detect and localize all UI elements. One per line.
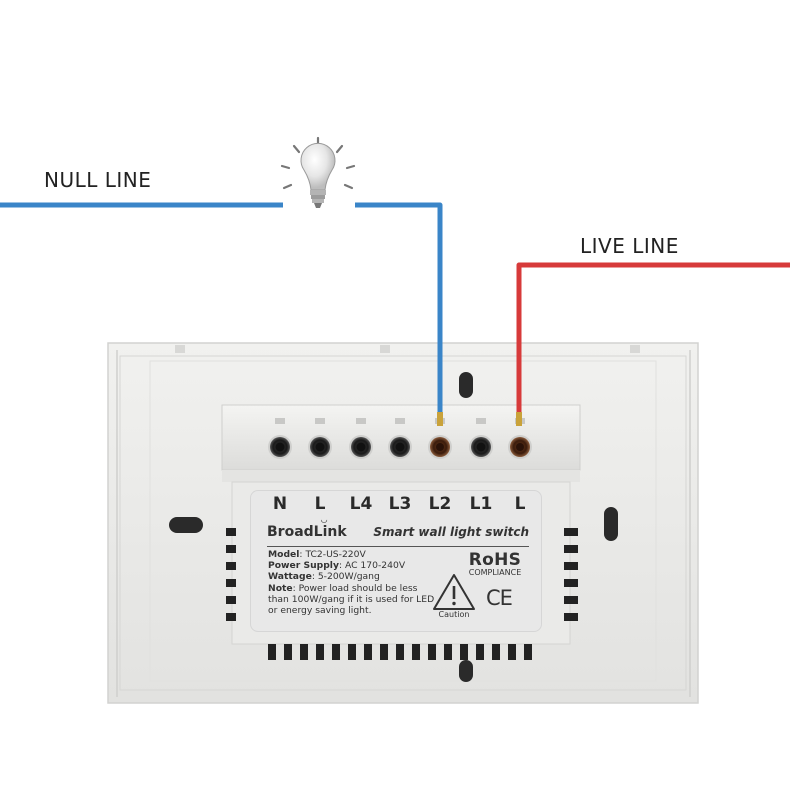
brand-row: BroadLink ◡ Smart wall light switch: [267, 515, 529, 544]
brand-logo: BroadLink ◡: [267, 515, 347, 540]
terminal-screw: [388, 418, 412, 459]
vent-slot: [564, 596, 578, 604]
wifi-icon: ◡: [321, 515, 328, 524]
vent-slot: [428, 644, 436, 660]
rohs-mark: RoHS COMPLIANCE: [468, 550, 522, 577]
vent-slot: [444, 644, 452, 660]
terminal-label: L: [314, 494, 326, 514]
live-line-label: LIVE LINE: [580, 234, 679, 258]
terminal-label: L2: [428, 494, 452, 514]
vent-slot: [332, 644, 340, 660]
vent-slot: [476, 644, 484, 660]
vent-slot: [348, 644, 356, 660]
vent-slot: [226, 562, 236, 570]
mounting-slot-right: [604, 507, 618, 541]
vent-slot: [396, 644, 404, 660]
vent-slot: [564, 579, 578, 587]
terminal-label: N: [272, 494, 288, 514]
vent-slot: [316, 644, 324, 660]
vent-slot: [508, 644, 516, 660]
spec-model: Model: TC2-US-220V: [268, 549, 366, 560]
spec-note: Note: Power load should be less than 100…: [268, 582, 435, 617]
spec-power: Power Supply: AC 170-240V: [268, 560, 406, 572]
null-line-label: NULL LINE: [44, 168, 152, 192]
sticker-divider: [267, 546, 529, 547]
vent-slot: [284, 644, 292, 660]
vent-slot: [564, 545, 578, 553]
ce-mark: CE: [486, 586, 513, 610]
warning-triangle-icon: [433, 574, 475, 610]
terminal-screws: [268, 418, 532, 459]
terminal-label: L: [514, 494, 526, 514]
null-wire-tip: [437, 412, 443, 426]
mounting-slot-bottom: [459, 660, 473, 682]
vent-slot: [412, 644, 420, 660]
vent-slot: [380, 644, 388, 660]
vent-slot: [226, 596, 236, 604]
vent-slots-bottom: [268, 644, 532, 660]
live-wire-tip: [516, 412, 522, 426]
specification-sticker: N L L4 L3 L2 L1 L BroadLink ◡ Smart wall light…: [250, 490, 542, 632]
vent-slot: [492, 644, 500, 660]
spec-wattage: Wattage: 5-200W/gang: [268, 571, 380, 583]
light-bulb-icon: [280, 136, 356, 208]
terminal-screw: [428, 418, 452, 459]
live-wire: [516, 262, 790, 420]
terminal-screw: [508, 418, 532, 459]
vent-slot: [564, 528, 578, 536]
vent-slot: [564, 562, 578, 570]
terminal-screw: [308, 418, 332, 459]
terminal-screw: [268, 418, 292, 459]
vent-slot: [226, 613, 236, 621]
terminal-label: L3: [388, 494, 412, 514]
spec-list: Model: TC2-US-220V Power Supply: AC 170-…: [268, 549, 440, 616]
vent-slot: [268, 644, 276, 660]
vent-slot: [460, 644, 468, 660]
product-name: Smart wall light switch: [373, 525, 529, 539]
vent-slot: [524, 644, 532, 660]
vent-slot: [300, 644, 308, 660]
terminal-label: L4: [349, 494, 373, 514]
vent-slots-left: [226, 528, 236, 621]
mounting-slot-left: [169, 517, 203, 533]
terminal-label: L1: [469, 494, 493, 514]
terminal-screw: [349, 418, 373, 459]
null-wire-right: [355, 202, 443, 420]
vent-slot: [564, 613, 578, 621]
terminal-labels: N L L4 L3 L2 L1 L: [250, 494, 542, 520]
mounting-slot-top: [459, 372, 473, 398]
vent-slot: [226, 579, 236, 587]
vent-slots-right: [564, 528, 578, 621]
vent-slot: [226, 545, 236, 553]
terminal-screw: [469, 418, 493, 459]
caution-mark: Caution: [430, 572, 478, 624]
vent-slot: [226, 528, 236, 536]
vent-slot: [364, 644, 372, 660]
